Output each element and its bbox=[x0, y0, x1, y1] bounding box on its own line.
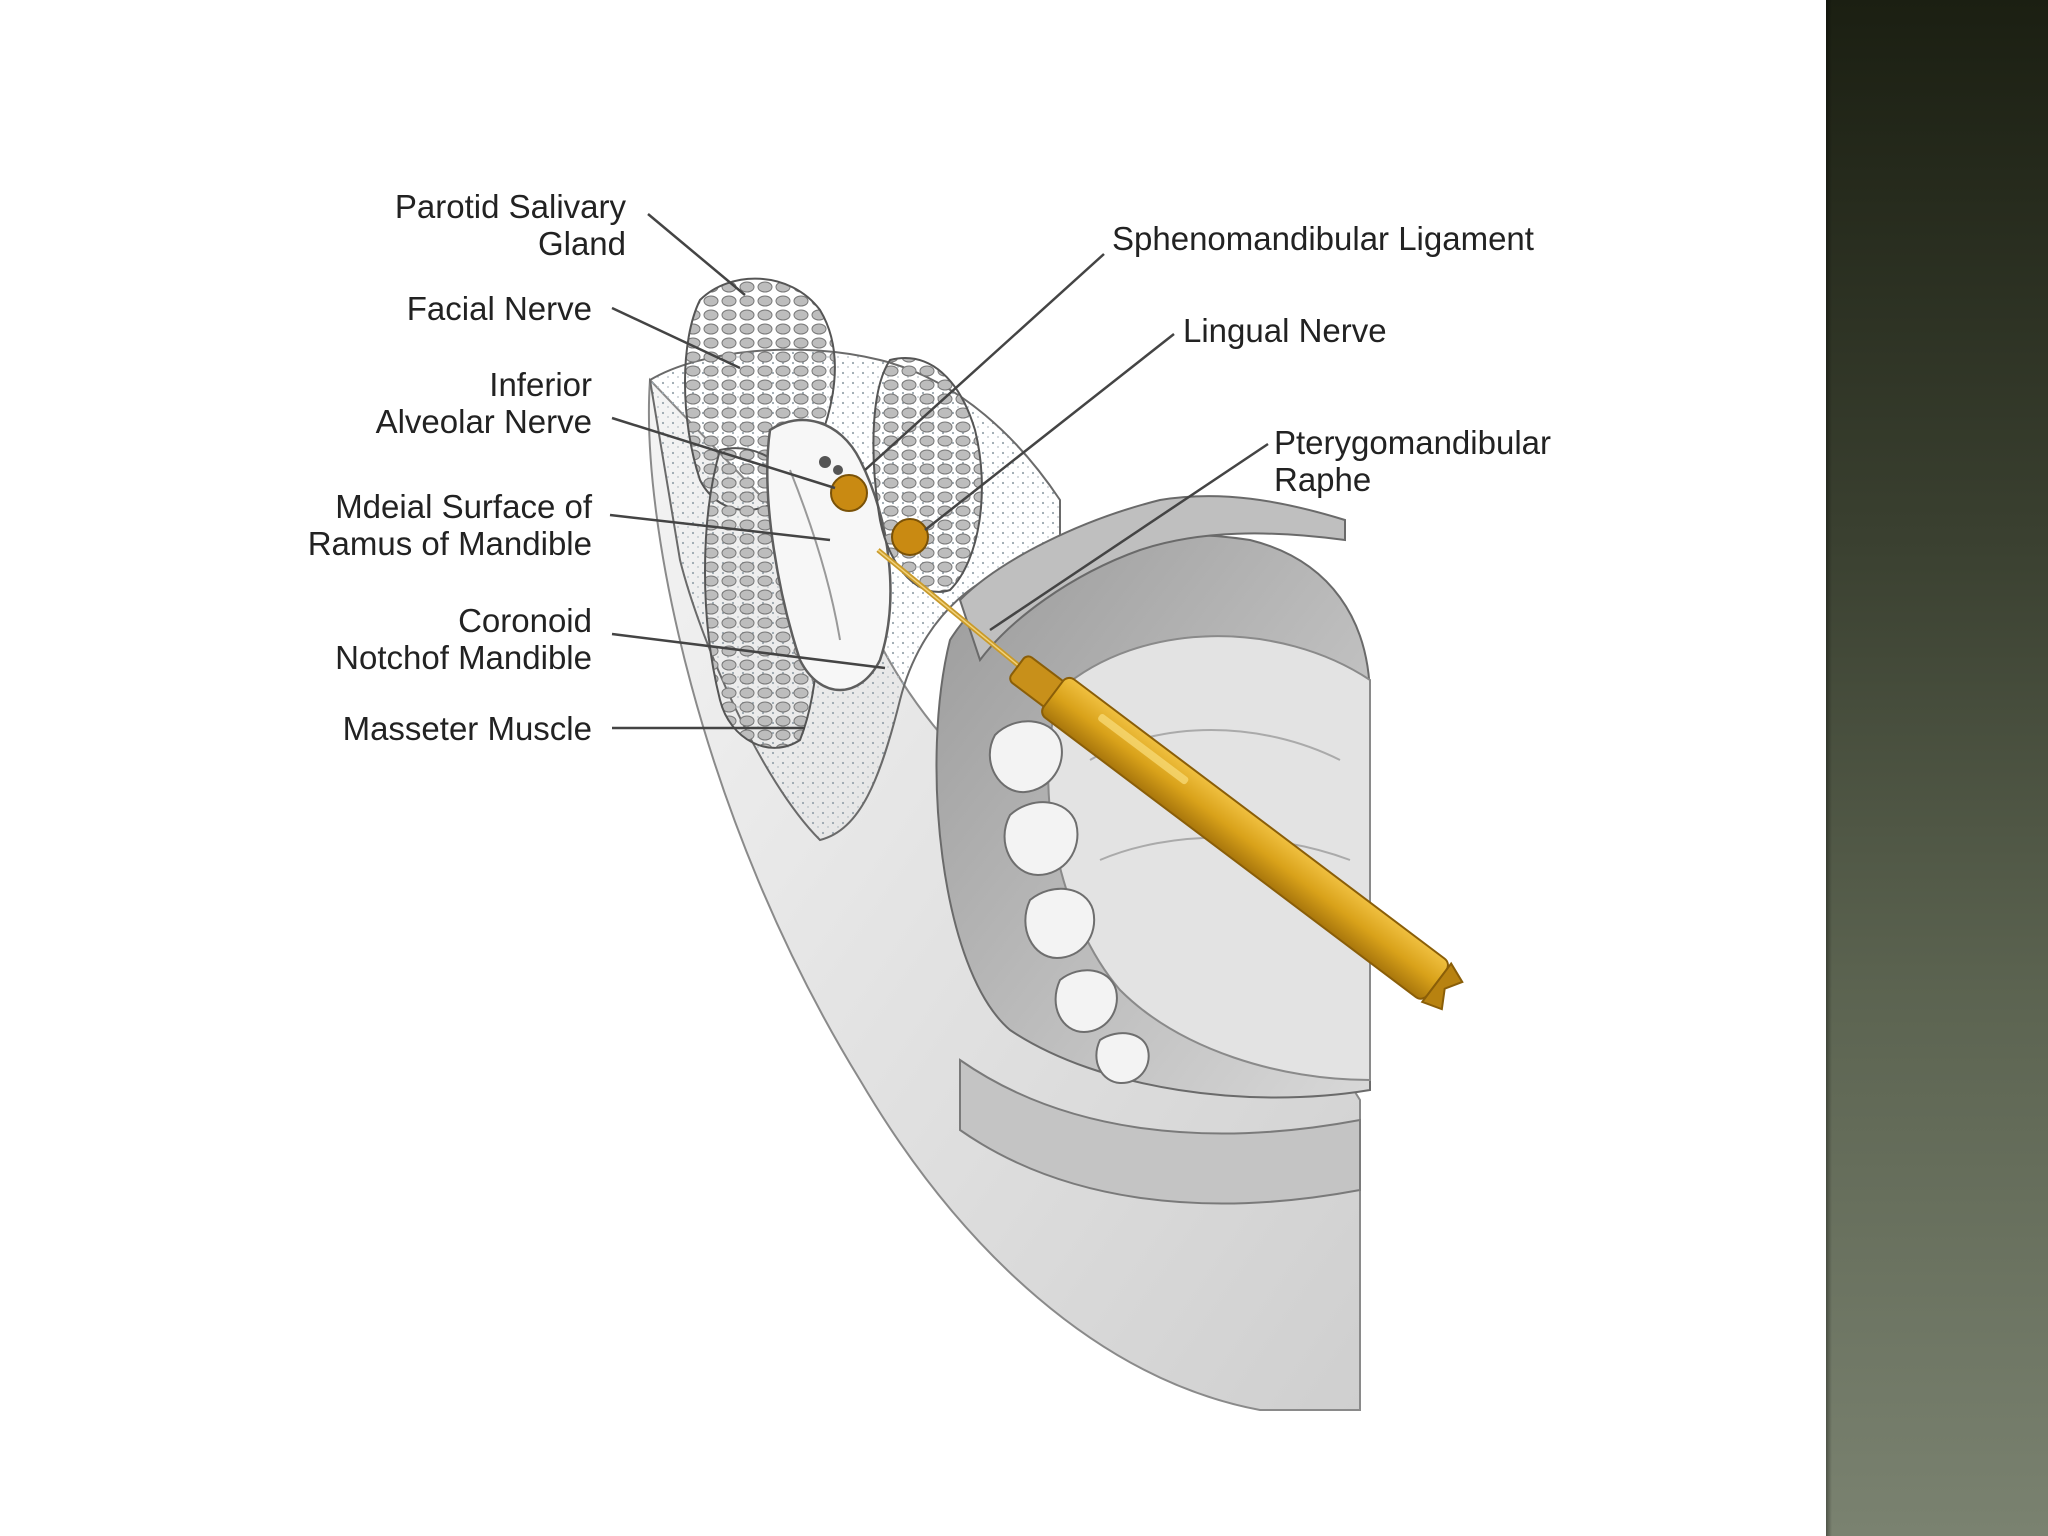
syringe-icon bbox=[1009, 655, 1464, 1011]
tooth-icon bbox=[988, 720, 1150, 1085]
lingual-nerve bbox=[891, 518, 929, 556]
label-coronoid-notch: Coronoid Notchof Mandible bbox=[335, 602, 592, 676]
side-band-edge bbox=[1826, 0, 1832, 1536]
lower-lip bbox=[959, 1058, 1361, 1205]
label-inferior-alveolar-nerve: Inferior Alveolar Nerve bbox=[375, 366, 592, 440]
label-medial-surface-ramus: Mdeial Surface of Ramus of Mandible bbox=[307, 488, 592, 562]
label-sphenomandibular-ligament: Sphenomandibular Ligament bbox=[1112, 220, 1534, 257]
leader-lines bbox=[609, 213, 1269, 730]
label-masseter-muscle: Masseter Muscle bbox=[342, 710, 592, 747]
label-pterygomandibular-raphe: Pterygomandibular Raphe bbox=[1274, 424, 1551, 498]
pterygomandibular-raphe bbox=[958, 495, 1346, 663]
inferior-alveolar-nerve bbox=[830, 474, 868, 512]
anatomy-illustration bbox=[609, 213, 1464, 1411]
side-decoration-band bbox=[1826, 0, 2048, 1536]
label-lingual-nerve: Lingual Nerve bbox=[1183, 312, 1387, 349]
label-parotid-gland: Parotid Salivary Gland bbox=[394, 188, 626, 262]
label-facial-nerve: Facial Nerve bbox=[406, 290, 592, 327]
